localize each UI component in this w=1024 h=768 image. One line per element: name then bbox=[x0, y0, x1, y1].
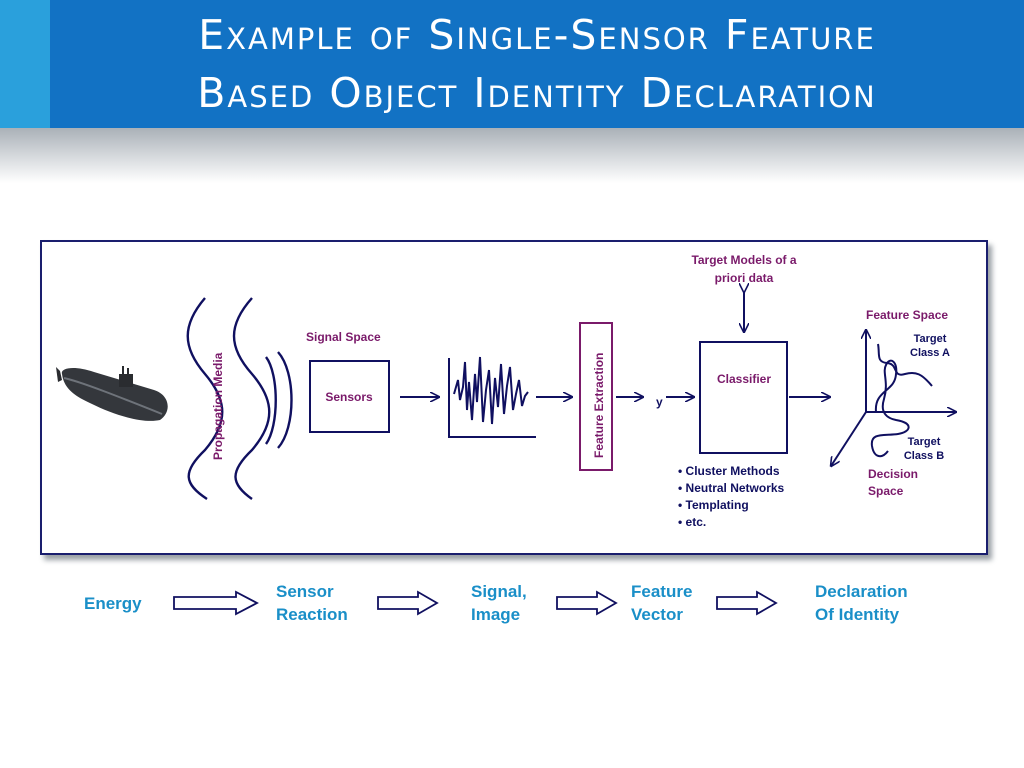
class-b-region-curve bbox=[870, 359, 910, 458]
feature-extraction-box bbox=[579, 322, 613, 471]
flow-arrow-1 bbox=[173, 590, 259, 616]
flow-arrow-3 bbox=[556, 590, 618, 616]
decision-space-label-line-1: Decision bbox=[868, 467, 918, 481]
flow-energy: Energy bbox=[84, 592, 142, 615]
target-models-label-line-2: priori data bbox=[715, 271, 774, 285]
flow-signal-image-line-1: Signal, bbox=[471, 582, 527, 601]
flow-energy-label: Energy bbox=[84, 594, 142, 613]
method-item: • etc. bbox=[678, 515, 706, 529]
classifier-label: Classifier bbox=[717, 372, 771, 386]
sensors-box bbox=[309, 360, 390, 433]
target-class-a-label-line-1: Target bbox=[914, 333, 947, 345]
flow-feature-vector-line-2: Vector bbox=[631, 605, 683, 624]
method-item: • Templating bbox=[678, 498, 749, 512]
diagram-panel: Propagation Media Signal Space Sensors F… bbox=[40, 240, 988, 555]
flow-arrow-2 bbox=[377, 590, 439, 616]
signal-waveform-plot bbox=[448, 356, 536, 438]
classifier-box bbox=[699, 341, 788, 454]
feature-space-axes bbox=[831, 330, 956, 466]
feature-vector-y-label: y bbox=[656, 395, 663, 409]
target-class-b-label-line-1: Target bbox=[908, 436, 941, 448]
target-models-label-line-1: Target Models of a bbox=[691, 253, 796, 267]
flow-signal-image-line-2: Image bbox=[471, 605, 521, 624]
flow-declaration-line-1: Declaration bbox=[815, 582, 908, 601]
target-class-a-label-line-2: Class A bbox=[910, 347, 950, 359]
submarine-icon bbox=[56, 366, 168, 421]
flow-arrow-4 bbox=[716, 590, 778, 616]
slide-title: Example of Single-Sensor Feature Based O… bbox=[50, 6, 1024, 122]
feature-extraction-label: Feature Extraction bbox=[592, 353, 606, 458]
banner-shadow bbox=[0, 128, 1024, 183]
slide-title-line-2: Based Object Identity Declaration bbox=[197, 69, 877, 117]
feature-space-label: Feature Space bbox=[866, 308, 948, 322]
process-diagram: Propagation Media Signal Space Sensors F… bbox=[56, 253, 986, 529]
title-banner: Example of Single-Sensor Feature Based O… bbox=[0, 0, 1024, 128]
flow-feature-vector: Feature Vector bbox=[631, 580, 692, 626]
propagation-media-label: Propagation Media bbox=[211, 352, 225, 460]
propagation-waves bbox=[186, 297, 293, 501]
method-item: • Neutral Networks bbox=[678, 481, 785, 495]
sensors-label: Sensors bbox=[325, 390, 373, 404]
flow-declaration: Declaration Of Identity bbox=[815, 580, 908, 626]
flow-sensor-reaction-line-1: Sensor bbox=[276, 582, 334, 601]
target-class-b-label-line-2: Class B bbox=[904, 450, 944, 462]
flow-sensor-reaction-line-2: Reaction bbox=[276, 605, 348, 624]
flow-signal-image: Signal, Image bbox=[471, 580, 527, 626]
slide-title-line-1: Example of Single-Sensor Feature bbox=[198, 11, 876, 59]
signal-space-label: Signal Space bbox=[306, 330, 381, 344]
flow-feature-vector-line-1: Feature bbox=[631, 582, 693, 601]
flow-declaration-line-2: Of Identity bbox=[815, 605, 900, 624]
flow-sensor-reaction: Sensor Reaction bbox=[276, 580, 348, 626]
banner-accent bbox=[0, 0, 50, 128]
decision-space-label-line-2: Space bbox=[868, 484, 904, 498]
method-item: • Cluster Methods bbox=[678, 464, 780, 478]
